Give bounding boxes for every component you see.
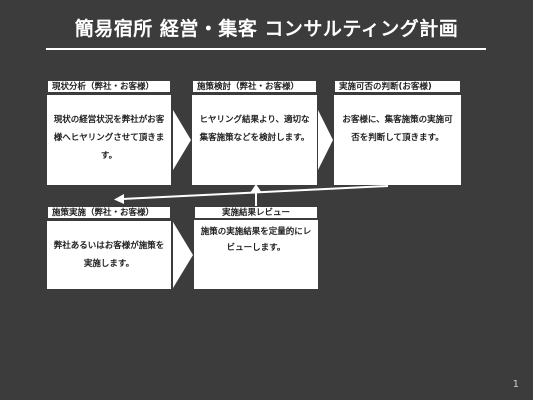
step-1-box: 現状の経営状況を弊社がお客様へヒヤリングさせて頂きます。 [47,95,171,185]
page-number: 1 [512,379,519,390]
step-2-box: ヒヤリング結果より、適切な集客施策などを検討します。 [192,95,317,185]
step-4-chevron-icon [173,222,193,288]
step-3-label: 実施可否の判断(お客様) [334,80,461,93]
step-2-label: 施策検討（弊社・お客様） [192,80,317,93]
step-1-chevron-icon [173,110,191,170]
step-1-label: 現状分析（弊社・お客様） [47,80,171,93]
step-4-label: 施策実施（弊社・お客様） [47,206,171,219]
step-3-box: お客様に、集客施策の実施可否を判断して頂きます。 [334,95,461,185]
title-divider [46,48,486,50]
step-5-label: 実施結果レビュー [194,206,318,219]
page-title: 簡易宿所 経営・集客 コンサルティング計画 [74,18,459,40]
step-5-box: 施策の実施結果を定量的にレビューします。 [194,220,318,289]
step-2-chevron-icon [318,110,333,170]
step-4-box: 弊社あるいはお客様が施策を実施します。 [47,221,171,289]
